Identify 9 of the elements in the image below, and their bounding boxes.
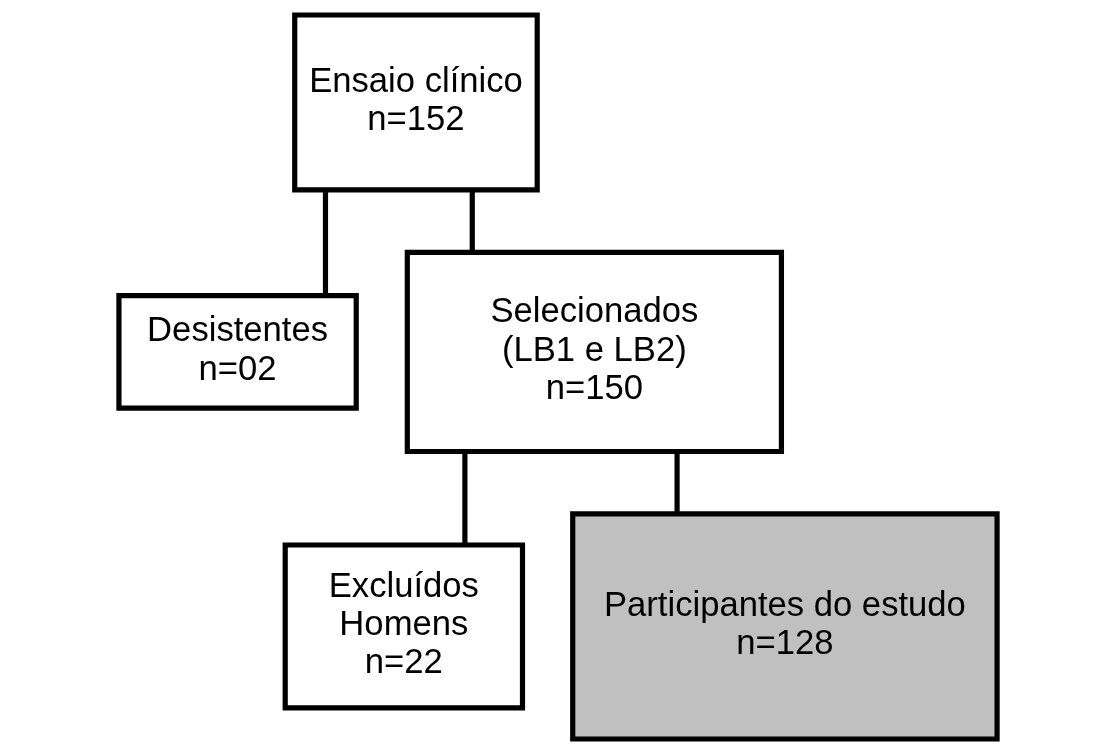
connector bbox=[674, 451, 680, 514]
node-box: Ensaio clínico n=152 bbox=[291, 12, 540, 193]
connector bbox=[322, 190, 328, 296]
node-box: Desistentes n=02 bbox=[115, 293, 359, 411]
node-box: Excluídos Homens n=22 bbox=[282, 542, 525, 711]
node-box: Participantes do estudo n=128 bbox=[569, 511, 1000, 742]
node-box: Selecionados (LB1 e LB2) n=150 bbox=[404, 249, 784, 455]
connector bbox=[461, 451, 467, 545]
connector bbox=[469, 190, 475, 252]
